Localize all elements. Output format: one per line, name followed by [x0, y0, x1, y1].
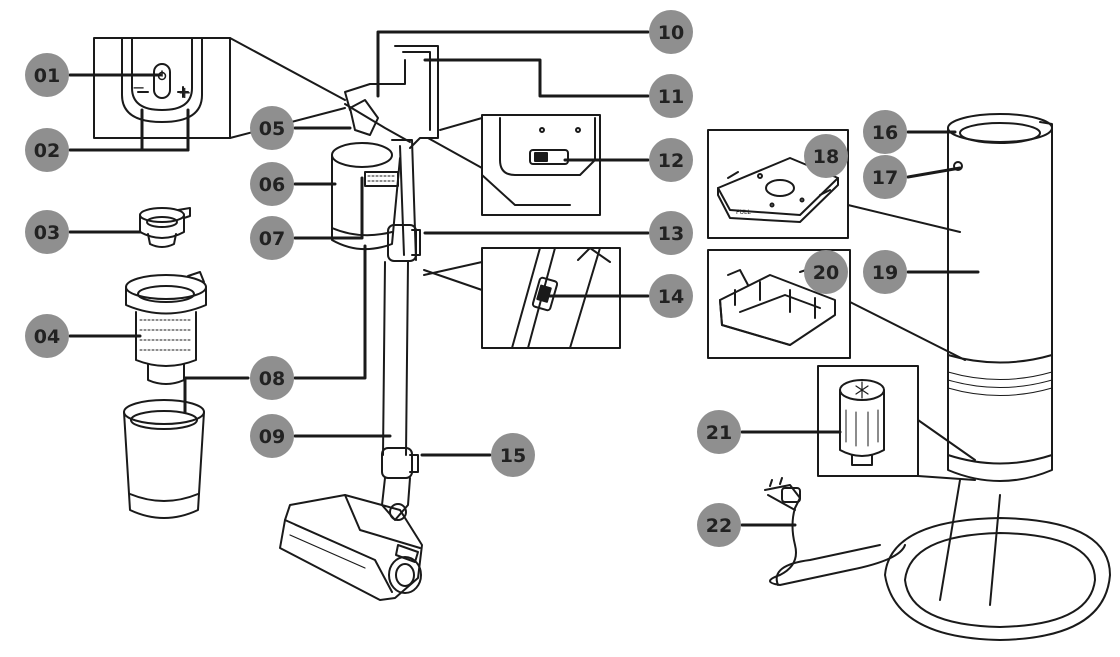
- callout-badge-circle: [697, 503, 741, 547]
- callout-number: 10: [658, 22, 684, 44]
- callout-14: 14: [649, 274, 693, 318]
- minus-symbol: −: [132, 78, 145, 97]
- callout-22: 22: [697, 503, 741, 547]
- inset-bag-holder: [707, 129, 961, 239]
- callout-badge-circle: [25, 53, 69, 97]
- callout-19: 19: [863, 250, 907, 294]
- dust-bin-part: [123, 399, 205, 519]
- callout-number: 17: [872, 167, 898, 189]
- callout-number: 05: [259, 118, 285, 140]
- callout-number: 21: [706, 422, 732, 444]
- callout-badge-circle: [649, 138, 693, 182]
- callout-number: 02: [34, 140, 60, 162]
- plus-symbol: +: [178, 83, 191, 102]
- callout-badge-circle: [649, 74, 693, 118]
- callout-badge-circle: [250, 414, 294, 458]
- callout-17: 17: [863, 155, 907, 199]
- callout-badge-circle: [25, 314, 69, 358]
- callout-number: 08: [259, 368, 285, 390]
- callout-09: 09: [250, 414, 294, 458]
- callout-12: 12: [649, 138, 693, 182]
- callout-badge-circle: [649, 10, 693, 54]
- cyclone-filter-part: [125, 271, 207, 385]
- clean-station-tower: [884, 113, 1111, 641]
- callout-number: 12: [658, 150, 684, 172]
- callout-badge-circle: [863, 110, 907, 154]
- inset-trigger-lock: [427, 114, 601, 216]
- callout-number: 15: [500, 445, 526, 467]
- dust-cap-part: [139, 207, 191, 248]
- callout-number: 06: [259, 174, 285, 196]
- inset-bag-frame: [707, 249, 966, 361]
- callout-number: 16: [872, 122, 898, 144]
- callout-badge-circle: [250, 356, 294, 400]
- callout-11: 11: [649, 74, 693, 118]
- callout-number: 14: [658, 286, 684, 308]
- callout-number: 22: [706, 515, 732, 537]
- callout-number: 04: [34, 326, 60, 348]
- callout-18: 18: [804, 134, 848, 178]
- callout-badge-circle: [250, 106, 294, 150]
- callout-01: 01: [25, 53, 69, 97]
- callout-layer: 01 02 03 04 05 06 07 08 09 10 11 12 13 14 15 16 17 18 19 20…: [25, 10, 907, 547]
- callout-number: 07: [259, 228, 285, 250]
- callout-badge-circle: [25, 210, 69, 254]
- vacuum-main-body: [279, 45, 439, 601]
- callout-02: 02: [25, 128, 69, 172]
- callout-21: 21: [697, 410, 741, 454]
- callout-04: 04: [25, 314, 69, 358]
- callout-06: 06: [250, 162, 294, 206]
- callout-number: 03: [34, 222, 60, 244]
- callout-number: 09: [259, 426, 285, 448]
- callout-15: 15: [491, 433, 535, 477]
- control-panel-inset: [93, 37, 346, 139]
- callout-13: 13: [649, 211, 693, 255]
- callout-badge-circle: [25, 128, 69, 172]
- callout-number: 01: [34, 65, 60, 87]
- callout-number: 19: [872, 262, 898, 284]
- callout-16: 16: [863, 110, 907, 154]
- callout-10: 10: [649, 10, 693, 54]
- callout-badge-circle: [250, 216, 294, 260]
- callout-20: 20: [804, 250, 848, 294]
- power-cord: [764, 477, 906, 586]
- callout-badge-circle: [863, 155, 907, 199]
- callout-05: 05: [250, 106, 294, 150]
- callout-badge-circle: [649, 274, 693, 318]
- callout-badge-circle: [804, 250, 848, 294]
- callout-badge-circle: [649, 211, 693, 255]
- callout-badge-circle: [491, 433, 535, 477]
- callout-badge-circle: [863, 250, 907, 294]
- callout-badge-circle: [697, 410, 741, 454]
- callout-03: 03: [25, 210, 69, 254]
- callout-number: 13: [658, 223, 684, 245]
- callout-number: 18: [813, 146, 839, 168]
- pull-label: PULL: [736, 209, 751, 216]
- inset-filter-cartridge: [817, 365, 976, 481]
- inset-pipe-release: [423, 247, 621, 349]
- leader-lines: [68, 30, 980, 527]
- callout-number: 20: [813, 262, 839, 284]
- callout-08: 08: [250, 356, 294, 400]
- callout-badge-circle: [804, 134, 848, 178]
- callout-07: 07: [250, 216, 294, 260]
- callout-number: 11: [658, 86, 684, 108]
- callout-badge-circle: [250, 162, 294, 206]
